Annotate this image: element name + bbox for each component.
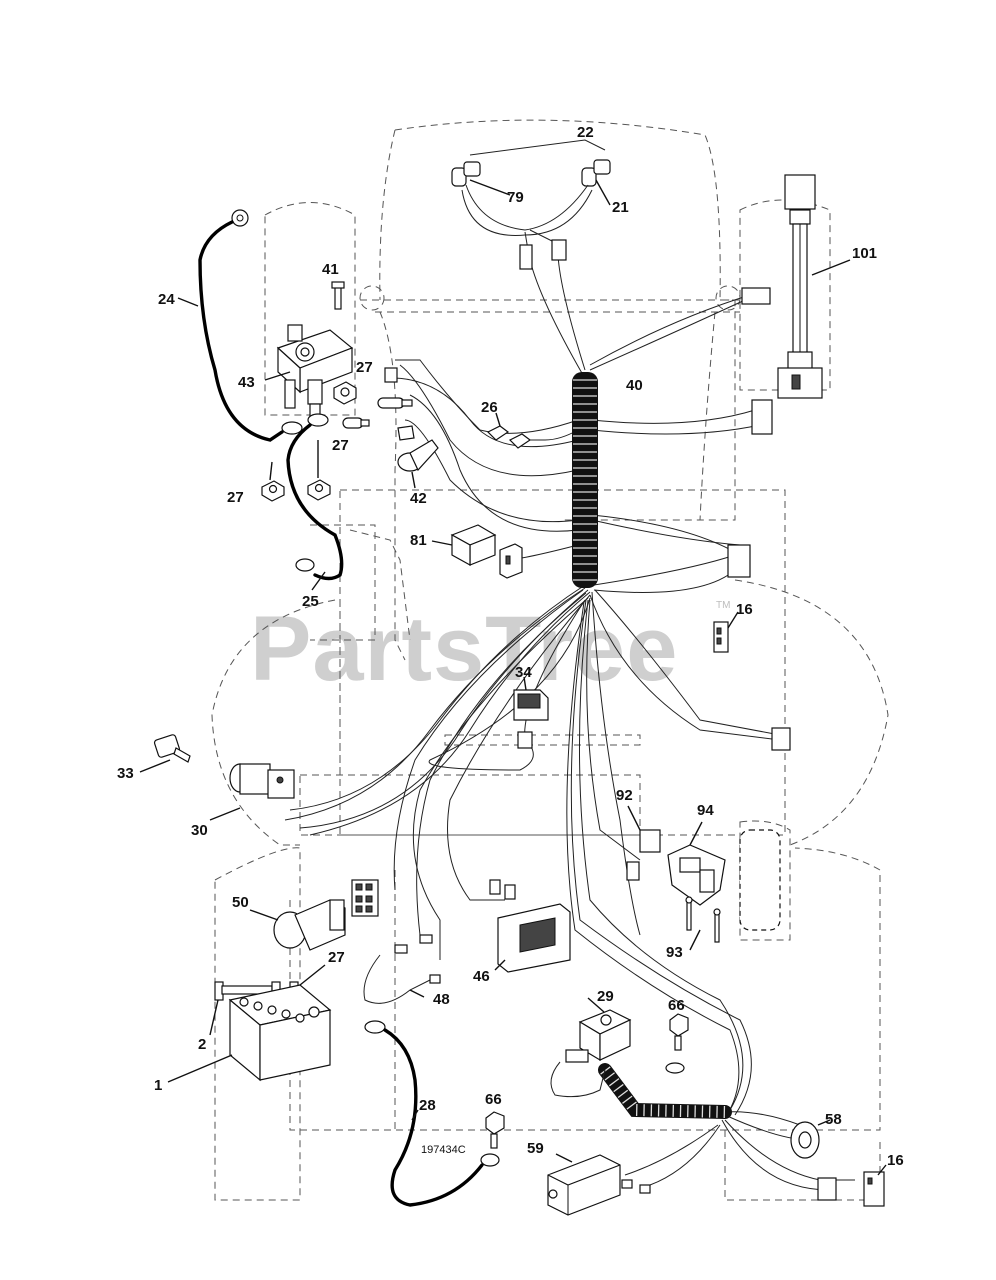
callout-25: 25 xyxy=(302,593,319,610)
conduit-40 xyxy=(572,372,598,588)
callout-42: 42 xyxy=(410,490,427,507)
callout-46: 46 xyxy=(473,968,490,985)
lower-conduit xyxy=(598,1063,732,1119)
callout-101: 101 xyxy=(852,245,877,262)
hour-meter-46 xyxy=(494,903,571,973)
cable-24 xyxy=(177,209,303,442)
callout-27-b: 27 xyxy=(332,437,349,454)
connector-block xyxy=(351,879,516,917)
switch-34 xyxy=(513,676,549,749)
callout-24: 24 xyxy=(158,291,175,308)
ignition-switch-30 xyxy=(209,763,295,821)
callout-93: 93 xyxy=(666,944,683,961)
callout-16-a: 16 xyxy=(736,601,753,618)
relay-81 xyxy=(431,524,523,579)
callout-41: 41 xyxy=(322,261,339,278)
battery-1 xyxy=(167,984,332,1083)
cable-28 xyxy=(364,1020,500,1207)
callout-33: 33 xyxy=(117,765,134,782)
harness-wires xyxy=(284,254,855,1191)
callout-94: 94 xyxy=(697,802,714,819)
harness-adapter-101 xyxy=(777,174,851,399)
callout-59: 59 xyxy=(527,1140,544,1157)
brake-switch-29 xyxy=(550,997,632,1098)
connector-92 xyxy=(626,805,661,881)
callout-34: 34 xyxy=(515,664,532,681)
callout-2: 2 xyxy=(198,1036,206,1053)
watermark-text: PartsTree xyxy=(250,598,678,700)
cable-25 xyxy=(286,413,344,591)
callout-66-a: 66 xyxy=(668,997,685,1014)
callout-27-d: 27 xyxy=(328,949,345,966)
callout-50: 50 xyxy=(232,894,249,911)
drawing-number: 197434C xyxy=(421,1144,466,1156)
module-59 xyxy=(547,1153,651,1216)
watermark-trademark: TM xyxy=(716,600,730,611)
connector-16-top xyxy=(713,611,739,653)
ignition-key-33 xyxy=(139,734,191,773)
pto-switch-50 xyxy=(249,899,346,951)
callout-43: 43 xyxy=(238,374,255,391)
callout-48: 48 xyxy=(433,991,450,1008)
callout-27-a: 27 xyxy=(356,359,373,376)
bulb-42 xyxy=(397,439,439,489)
callout-66-b: 66 xyxy=(485,1091,502,1108)
bolt-66-lower xyxy=(485,1111,505,1149)
callout-22: 22 xyxy=(577,124,594,141)
nuts-27 xyxy=(261,381,357,502)
callout-92: 92 xyxy=(616,787,633,804)
callout-1: 1 xyxy=(154,1077,162,1094)
headlights-22 xyxy=(451,139,611,270)
callout-28: 28 xyxy=(419,1097,436,1114)
seat-switch-94 xyxy=(667,821,781,931)
connector-16-bottom xyxy=(817,1164,887,1207)
callout-16-b: 16 xyxy=(887,1152,904,1169)
callout-58: 58 xyxy=(825,1111,842,1128)
fuse-48 xyxy=(363,934,441,1004)
solenoid-43 xyxy=(264,281,354,423)
callout-79: 79 xyxy=(507,189,524,206)
callout-30: 30 xyxy=(191,822,208,839)
callout-40: 40 xyxy=(626,377,643,394)
bolt-66-upper xyxy=(665,1013,689,1074)
connectors-top xyxy=(342,367,415,441)
callout-26: 26 xyxy=(481,399,498,416)
callout-labels: 22 79 21 101 41 24 43 27 40 26 27 27 42 … xyxy=(117,124,904,1169)
connectors-right xyxy=(727,287,791,751)
callout-27-c: 27 xyxy=(227,489,244,506)
screws-93 xyxy=(685,896,721,951)
callout-21: 21 xyxy=(612,199,629,216)
diode-26 xyxy=(486,412,532,449)
callout-81: 81 xyxy=(410,532,427,549)
pto-clutch-58 xyxy=(790,1119,831,1159)
callout-29: 29 xyxy=(597,988,614,1005)
